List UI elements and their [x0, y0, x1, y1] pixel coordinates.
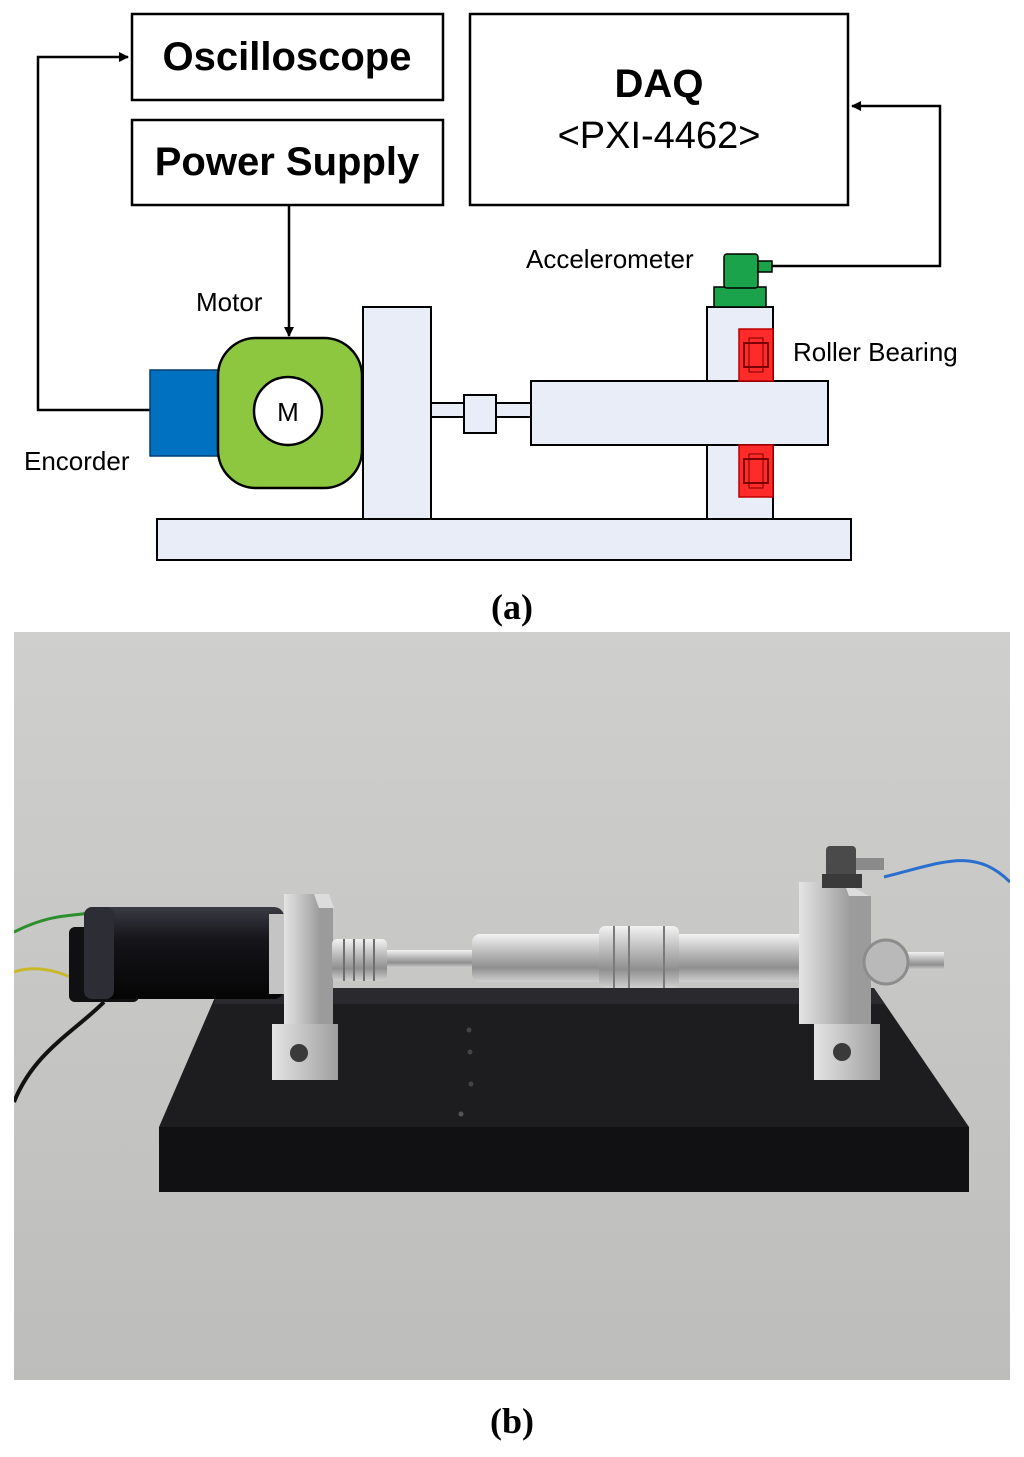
daq-model: <PXI-4462> [558, 115, 761, 157]
encoder-label: Encorder [24, 446, 130, 476]
oscilloscope-label: Oscilloscope [163, 35, 412, 79]
test-rig-photo-illustration [14, 632, 1010, 1380]
accelerometer-label: Accelerometer [526, 244, 694, 274]
daq-title: DAQ [615, 62, 704, 106]
roller-bearing-top [738, 328, 774, 382]
base-plate [156, 518, 852, 561]
shaft-mid [495, 402, 532, 418]
accelerometer-sensor [713, 253, 773, 308]
shaft-left [430, 402, 466, 418]
oscilloscope-box: Oscilloscope [130, 12, 445, 102]
encoder-to-oscilloscope-arrow [36, 52, 150, 412]
test-rig-photo [14, 632, 1010, 1380]
accelerometer-to-daq-arrow [772, 101, 942, 268]
caption-b: (b) [490, 1401, 534, 1441]
power-supply-box: Power Supply [130, 118, 445, 207]
motor-label: Motor [196, 287, 263, 317]
caption-a: (a) [491, 587, 533, 627]
connection-lines [36, 52, 942, 412]
motor-symbol: M [277, 397, 299, 427]
encoder-block [149, 369, 221, 457]
coupling [463, 394, 497, 434]
power-supply-label: Power Supply [155, 140, 420, 184]
left-support [362, 306, 432, 520]
daq-box: DAQ <PXI-4462> [468, 12, 850, 207]
roller-bearing-bottom [738, 444, 774, 498]
roller-bearing-label: Roller Bearing [793, 337, 958, 367]
main-shaft [530, 380, 829, 446]
motor-block: M [216, 336, 364, 490]
